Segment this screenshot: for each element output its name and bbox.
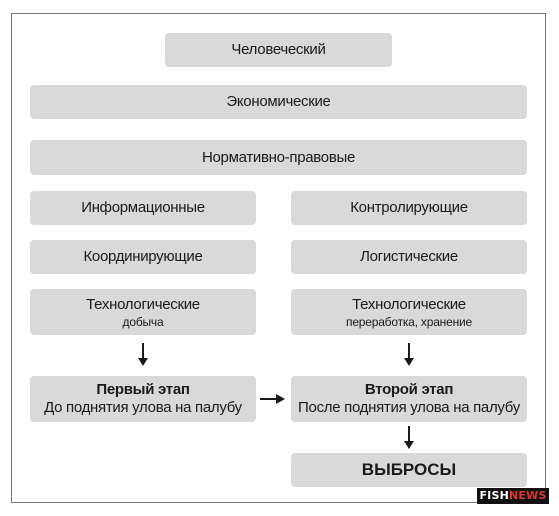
- watermark-news: NEWS: [508, 489, 547, 502]
- box-stage-two-subtitle: После поднятия улова на палубу: [298, 399, 520, 416]
- box-stage-one-subtitle: До поднятия улова на палубу: [44, 399, 242, 416]
- box-tech-processing-title: Технологические: [352, 295, 466, 313]
- box-stage-two: Второй этап После поднятия улова на палу…: [291, 376, 527, 422]
- arrow-down-right: [404, 343, 414, 366]
- box-informational: Информационные: [30, 191, 256, 225]
- box-discards: ВЫБРОСЫ: [291, 453, 527, 487]
- box-logistic-label: Логистические: [360, 248, 458, 265]
- box-tech-processing: Технологические переработка, хранение: [291, 289, 527, 335]
- box-economic-label: Экономические: [226, 93, 331, 110]
- box-coordinating: Координирующие: [30, 240, 256, 274]
- box-stage-two-title: Второй этап: [364, 381, 454, 398]
- fishnews-watermark: FISHNEWS: [477, 488, 549, 504]
- box-controlling: Контролирующие: [291, 191, 527, 225]
- box-human-label: Человеческий: [231, 41, 326, 58]
- arrow-down-left: [138, 343, 148, 366]
- box-stage-one-title: Первый этап: [96, 381, 190, 398]
- box-regulatory: Нормативно-правовые: [30, 140, 527, 175]
- box-informational-label: Информационные: [81, 199, 205, 216]
- watermark-fish: FISH: [479, 489, 509, 502]
- diagram-frame: [11, 13, 546, 503]
- box-controlling-label: Контролирующие: [350, 199, 468, 216]
- box-tech-extraction: Технологические добыча: [30, 289, 256, 335]
- box-regulatory-label: Нормативно-правовые: [201, 148, 356, 166]
- box-stage-one: Первый этап До поднятия улова на палубу: [30, 376, 256, 422]
- box-tech-processing-subtitle: переработка, хранение: [346, 314, 472, 329]
- arrow-right: [260, 394, 285, 404]
- box-tech-extraction-subtitle: добыча: [122, 314, 164, 329]
- box-discards-label: ВЫБРОСЫ: [361, 460, 457, 479]
- box-tech-extraction-title: Технологические: [86, 295, 200, 313]
- arrow-down-discards: [404, 426, 414, 449]
- box-economic: Экономические: [30, 85, 527, 119]
- box-logistic: Логистические: [291, 240, 527, 274]
- box-human: Человеческий: [165, 33, 392, 67]
- box-coordinating-label: Координирующие: [83, 248, 203, 265]
